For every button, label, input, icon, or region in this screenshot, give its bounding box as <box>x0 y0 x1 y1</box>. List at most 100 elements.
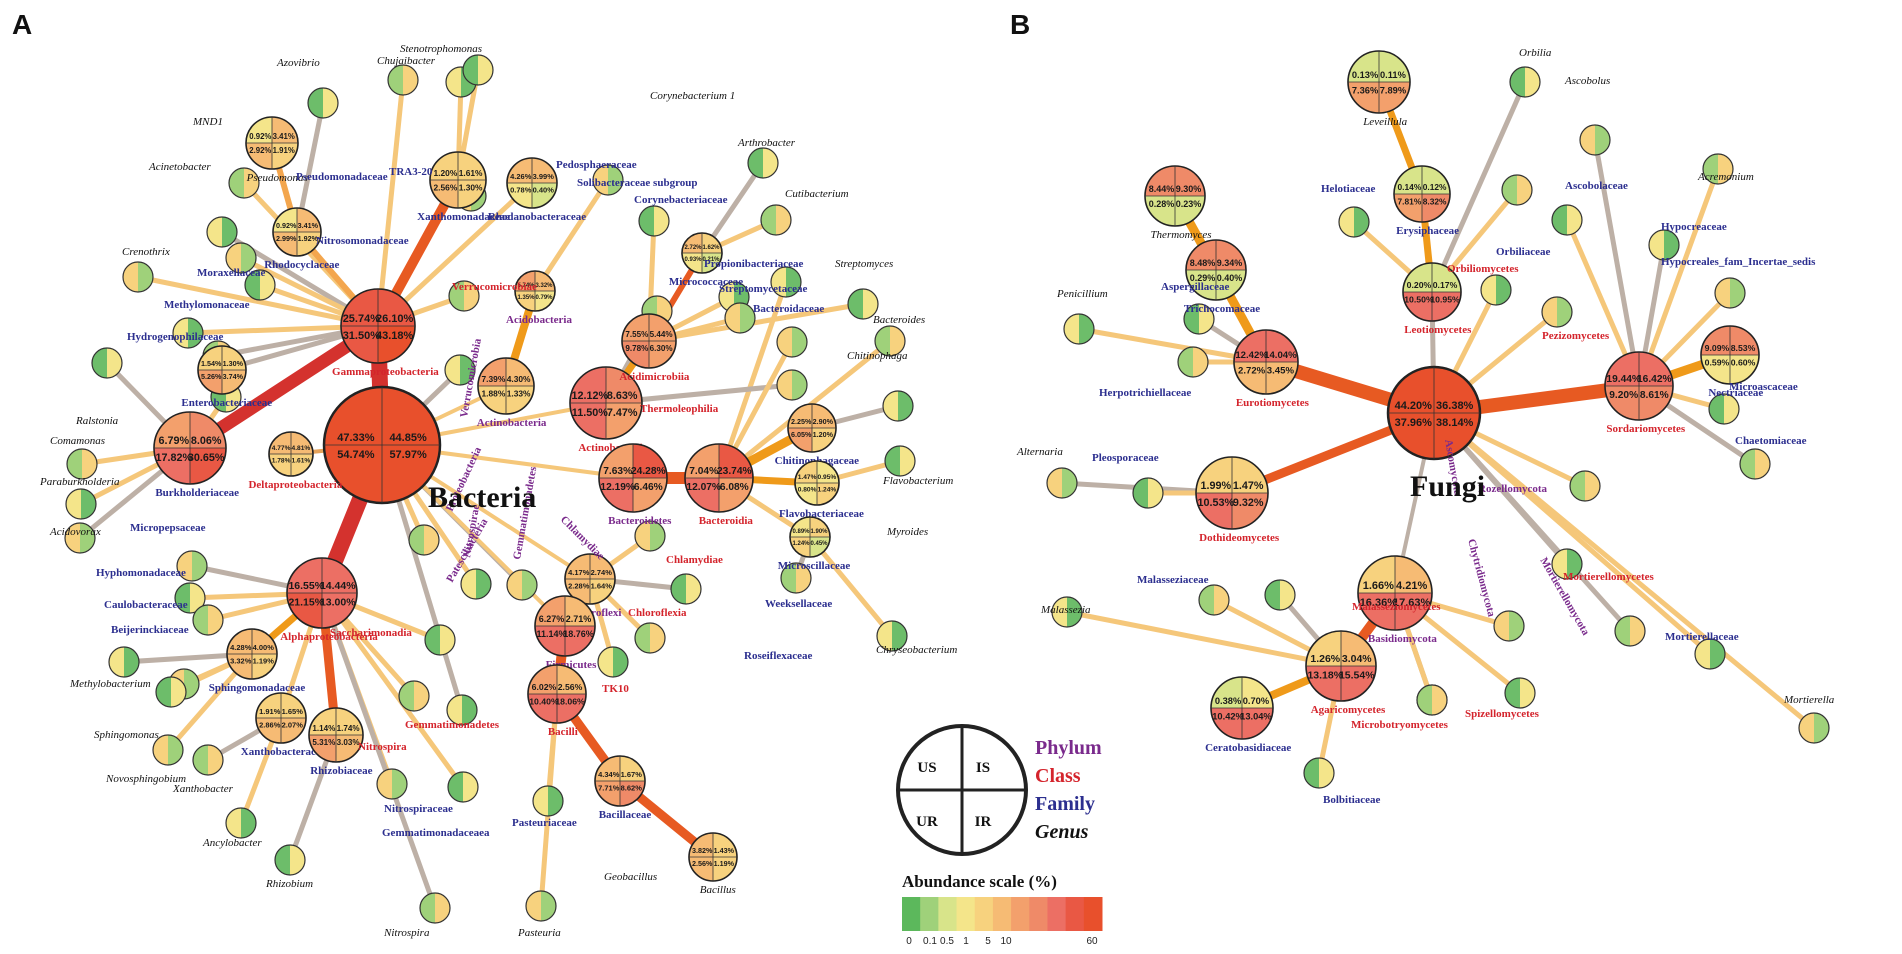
node-quadrant <box>622 314 649 341</box>
node-quadrant <box>1232 493 1268 529</box>
leaf-node-outline <box>225 242 257 274</box>
node-value: 1.91% <box>259 707 281 716</box>
node-label-xanthobacteraceae: Xanthobacteraceae <box>241 746 332 758</box>
taxon-label-herpotrichiellaceae: Herpotrichiellaceae <box>1099 387 1191 399</box>
leaf-node <box>1063 313 1095 345</box>
leaf-node <box>770 266 802 298</box>
leaf-node-quadrant <box>65 538 80 553</box>
leaf-node-quadrant <box>1047 468 1062 483</box>
taxon-label-nitrospira: Nitrospira <box>383 927 430 939</box>
leaf-node-quadrant <box>1148 478 1163 493</box>
leaf-node-outline <box>152 734 184 766</box>
node-quadrant <box>685 444 719 478</box>
node-value: 1.33% <box>507 388 531 398</box>
node-quadrant <box>341 289 378 326</box>
leaf-node-quadrant <box>208 605 223 620</box>
leaf-node-quadrant <box>460 370 475 385</box>
taxon-label-pezizomycetes: Pezizomycetes <box>1542 330 1610 342</box>
taxon-label-bacteroidaceae: Bacteroidaceae <box>753 303 824 315</box>
node-eurotio: 12.42%14.04%2.72%3.45%Eurotiomycetes <box>1233 329 1310 409</box>
node-value: 3.04% <box>1342 653 1372 665</box>
node-quadrant <box>1145 166 1175 196</box>
leaf-node-quadrant <box>1214 585 1229 600</box>
leaf-node-quadrant <box>848 289 863 304</box>
leaf-node-quadrant <box>1724 409 1739 424</box>
leaf-node-outline <box>108 646 140 678</box>
node-value: 1.54% <box>201 359 222 368</box>
leaf-node <box>444 354 476 386</box>
node-quadrant <box>246 117 272 143</box>
taxon-label-ascobolaceae: Ascobolaceae <box>1565 180 1628 192</box>
leaf-node-quadrant <box>399 696 414 711</box>
leaf-node-quadrant <box>409 540 424 555</box>
node-quadrant <box>795 461 817 483</box>
taxon-label-pseudomonadaceae: Pseudomonadaceae <box>296 171 388 183</box>
leaf-node-quadrant <box>184 669 199 684</box>
node-quadrant <box>309 735 336 762</box>
leaf-node-outline <box>1798 712 1830 744</box>
taxon-label-hydrogenophilaceae: Hydrogenophilaceae <box>127 331 223 343</box>
leaf-node <box>760 204 792 236</box>
panel-a-label: A <box>12 9 32 40</box>
leaf-node-quadrant <box>654 221 669 236</box>
leaf-node-quadrant <box>1079 329 1094 344</box>
node-chitinoph: 2.25%2.90%6.05%1.20%Chitinophagaceae <box>775 403 859 467</box>
node-value: 0.89% <box>792 529 810 535</box>
leaf-node-quadrant <box>1496 275 1511 290</box>
node-value: 0.60% <box>1731 358 1756 368</box>
leaf-node-quadrant <box>462 710 477 725</box>
leaf-node-quadrant <box>80 538 95 553</box>
leaf-node-quadrant <box>290 845 305 860</box>
leaf-node <box>155 676 187 708</box>
node-value: 16.36% <box>1360 597 1398 609</box>
node-quadrant <box>227 629 252 654</box>
node-value: 1.64% <box>591 582 613 591</box>
leaf-node-quadrant <box>440 625 455 640</box>
leaf-node-outline <box>1416 684 1448 716</box>
leaf-node-quadrant <box>1067 597 1082 612</box>
leaf-node-outline <box>1694 638 1726 670</box>
node-quadrant <box>309 708 336 735</box>
leaf-node-quadrant <box>241 808 256 823</box>
taxon-label-penicillium: Penicillium <box>1056 288 1108 300</box>
taxon-label-novosphingobium: Novosphingobium <box>105 773 186 785</box>
leaf-node-quadrant <box>66 489 81 504</box>
leaf-node-quadrant <box>740 303 755 318</box>
node-quadrant <box>1432 263 1461 292</box>
leaf-node-quadrant <box>776 220 791 235</box>
leaf-node-quadrant <box>82 464 97 479</box>
node-quadrant <box>719 478 753 512</box>
leaf-node-quadrant <box>1304 773 1319 788</box>
node-value: 1.61% <box>459 168 483 178</box>
node-fungi: 44.20%36.38%37.96%38.14% <box>1386 365 1482 461</box>
leaf-node-quadrant <box>781 578 796 593</box>
legend-quad-us: US <box>917 760 936 776</box>
leaf-node-outline <box>1541 296 1573 328</box>
leaf-node-quadrant <box>323 88 338 103</box>
node-quadrant <box>1422 166 1450 194</box>
leaf-node-quadrant <box>1552 205 1567 220</box>
node-value: 1.67% <box>621 770 643 779</box>
leaf-node-outline <box>192 604 224 636</box>
node-quadrant <box>1403 263 1432 292</box>
leaf-node <box>206 216 238 248</box>
leaf-node-outline <box>398 680 430 712</box>
node-label-enterobacteriaceae: Enterobacteriaceae <box>181 397 272 409</box>
leaf-node-quadrant <box>777 327 792 342</box>
node-quadrant <box>227 654 252 679</box>
taxon-label-ralstonia: Ralstonia <box>75 415 119 427</box>
node-value: 4.26% <box>510 172 532 181</box>
leaf-edge <box>646 301 866 344</box>
node-value: 18.06% <box>555 697 585 707</box>
leaf-node-quadrant <box>208 745 223 760</box>
node-quadrant <box>1175 166 1205 196</box>
node-quadrant <box>382 387 440 445</box>
leaf-node-quadrant <box>1557 312 1572 327</box>
leaf-node-quadrant <box>449 281 464 296</box>
node-bacteroidia: 7.04%23.74%12.07%6.08%Bacteroidia <box>684 443 754 527</box>
taxon-label-rozellomycota: Rozellomycota <box>1478 483 1548 495</box>
leaf-node-quadrant <box>211 397 226 412</box>
leaf-node-quadrant <box>1509 611 1524 626</box>
node-quadrant <box>1730 326 1759 355</box>
taxon-label-methylomonaceae: Methylomonaceae <box>164 299 250 311</box>
